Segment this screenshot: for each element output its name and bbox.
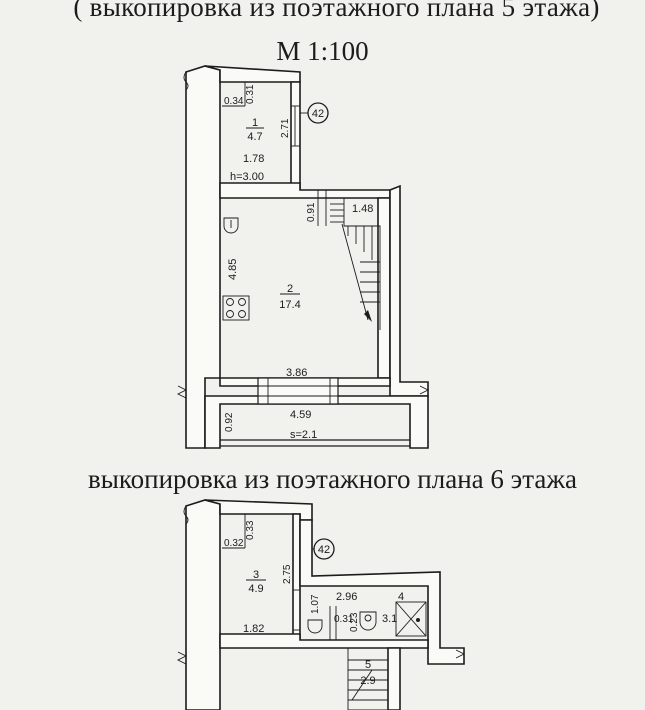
floor6-dim-wall-top: 0.33 — [245, 520, 256, 540]
floor5-stair-door — [317, 190, 327, 226]
floor6-room4-area: 3.1 — [382, 613, 397, 625]
floor6-room5-number: 5 — [365, 659, 371, 671]
floor5-marker: 42 — [300, 102, 329, 124]
floor5-dim-balcony-depth: 0.92 — [224, 412, 235, 432]
floor5-sink-icon — [223, 217, 239, 234]
floor5-staircase — [330, 197, 381, 330]
floor5-room1-area: 4.7 — [247, 131, 262, 143]
floor5-room1-top-wall — [204, 65, 301, 83]
floor5-stove-icon — [222, 295, 250, 321]
floor5-dim-room2-height: 4.85 — [227, 259, 239, 280]
floor5-dim-stair-top: 0.91 — [306, 202, 317, 222]
floor5-dim-stair-width: 1.48 — [352, 203, 373, 215]
floor6-room3-area: 4.9 — [248, 583, 263, 595]
floor6-sink-icon — [307, 619, 323, 634]
floor6-dim-room4-width: 2.96 — [336, 591, 357, 603]
floor6-room3-right-wall — [292, 513, 301, 641]
floor5-room2-area: 17.4 — [279, 299, 300, 311]
floor6-partition-wall — [219, 633, 429, 649]
floor5-partition-wall — [219, 182, 391, 199]
floor5-dim-room1-height: 2.71 — [280, 118, 291, 138]
scale-label: М 1:100 — [276, 36, 369, 66]
floor6-right-wall — [387, 647, 401, 710]
floor5-plan: 42 0.34 0.31 2.71 1 4.7 1.78 h=3.00 0.91… — [176, 65, 430, 449]
floor6-marker-label: 42 — [318, 544, 330, 556]
floor6-room4-number: 4 — [398, 591, 404, 603]
floor6-shower-icon — [395, 601, 427, 637]
floor5-balcony-wall — [204, 395, 429, 449]
floor5-dim-wall-top: 0.31 — [245, 84, 256, 104]
floor5-room1-right-wall — [290, 81, 301, 191]
floor5-dim-wall-left: 0.34 — [224, 96, 244, 107]
floor6-room3-door — [293, 589, 300, 631]
floor6-plan: 42 0.32 0.33 2.75 3 4.9 1.82 1.07 2.96 4… — [176, 499, 466, 710]
floor6-dim-small2: 0.23 — [349, 612, 360, 632]
floor6-toilet-icon — [359, 611, 377, 631]
floor6-dim-room3-height: 2.75 — [282, 564, 293, 584]
floor6-marker: 42 — [312, 538, 335, 560]
floor6-room5-area: 2.9 — [360, 675, 375, 687]
floor6-left-wall — [185, 499, 221, 710]
floor6-title: выкопировка из поэтажного плана 6 этажа — [87, 464, 577, 494]
floor5-dim-balcony-width: 4.59 — [290, 409, 311, 421]
floor5-dim-room2-width: 3.86 — [286, 367, 307, 379]
floor5-ceiling-height: h=3.00 — [230, 171, 264, 183]
floor5-marker-label: 42 — [312, 108, 324, 120]
floor6-room3-number: 3 — [253, 569, 259, 581]
floor5-room2-number: 2 — [287, 283, 293, 295]
floor5-dim-room1-width: 1.78 — [243, 153, 264, 165]
floor6-dim-room3-width: 1.82 — [243, 623, 264, 635]
floor5-balcony-window — [257, 377, 339, 405]
floor5-room1-number: 1 — [252, 117, 258, 129]
floor5-left-wall — [185, 65, 221, 449]
floor5-outer-right-wall — [389, 184, 429, 397]
floor6-dim-small1: 0.31 — [334, 614, 354, 625]
floor5-title: ( выкопировка из поэтажного плана 5 этаж… — [73, 0, 600, 22]
floor6-dim-wall-left: 0.32 — [224, 538, 244, 549]
floor5-balcony-area: s=2.1 — [290, 429, 317, 441]
floor6-dim-bath-height: 1.07 — [310, 594, 321, 614]
floor5-room1-door — [291, 105, 300, 147]
floor6-outer-top-wall — [299, 519, 465, 665]
